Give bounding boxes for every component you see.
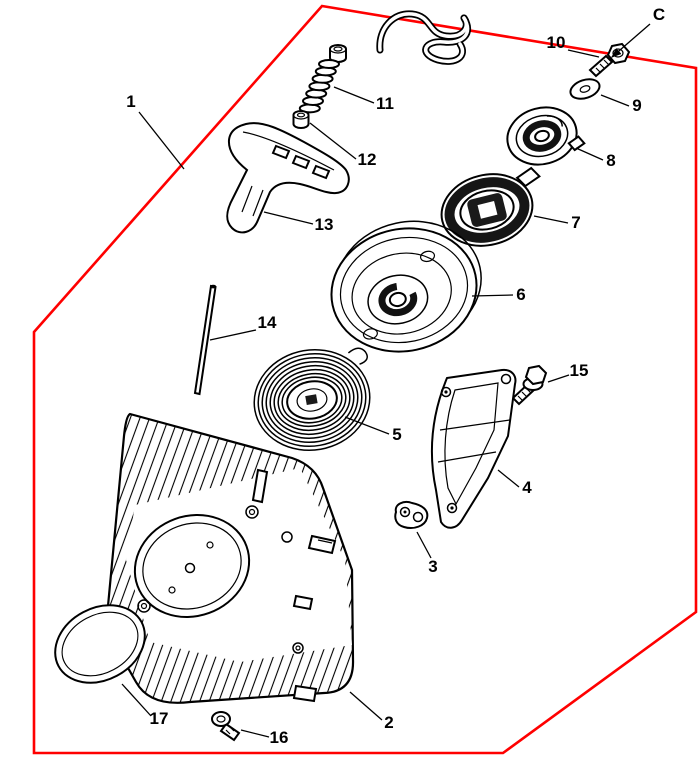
callout-label-12: 12 [358,150,377,169]
callout-label-17: 17 [150,709,169,728]
part-pin [193,284,217,396]
part-spring [298,59,340,114]
callout-17: 17 [121,683,169,728]
callout-2: 2 [349,691,394,732]
callout-label-6: 6 [516,285,525,304]
assembly-boundary [32,4,698,755]
callout-8: 8 [575,147,616,170]
callout-label-15: 15 [570,361,589,380]
callout-6: 6 [471,285,526,304]
callout-4: 4 [497,469,532,497]
part-starter-grip [226,122,350,234]
part-screw-10 [588,42,631,78]
callout-C: C [611,5,665,58]
callout-14: 14 [209,313,277,341]
leader-line-C [611,23,651,58]
callout-7: 7 [533,213,581,232]
part-starter-rope [376,10,472,65]
leader-line-9 [600,94,630,107]
leader-line-5 [344,416,390,435]
callout-13: 13 [263,211,334,234]
leader-line-4 [497,469,520,488]
callout-label-7: 7 [571,213,580,232]
callout-label-2: 2 [384,713,393,732]
part-cover-oval [54,604,146,684]
callout-label-13: 13 [315,215,334,234]
part-sleeve [292,110,310,129]
callout-label-10: 10 [547,33,566,52]
leader-line-2 [349,691,383,721]
callout-12: 12 [309,122,377,169]
part-rope-bushing [329,44,347,63]
part-washer [569,78,601,100]
leader-line-8 [575,147,604,161]
callout-3: 3 [416,531,438,576]
leader-line-12 [309,122,357,160]
callout-label-C: C [653,5,665,24]
callout-15: 15 [547,361,589,383]
callout-16: 16 [240,728,289,747]
part-pawl-clip [394,501,429,529]
part-baffle-bracket [430,368,517,529]
callout-label-8: 8 [606,151,615,170]
part-fan-housing [106,412,355,704]
callout-9: 9 [600,94,642,115]
callout-label-3: 3 [428,557,437,576]
callout-1: 1 [126,92,185,170]
callout-label-4: 4 [522,478,532,497]
leader-line-11 [333,86,375,104]
callout-label-16: 16 [270,728,289,747]
leader-line-14 [209,329,257,341]
callout-11: 11 [333,86,394,113]
part-screw-15 [511,364,548,406]
callout-10: 10 [547,33,600,58]
leader-line-7 [533,215,569,224]
callout-label-1: 1 [126,92,135,111]
part-rewind-spring [253,347,371,452]
part-starter-cup [440,166,541,247]
part-rope-rotor [330,220,482,353]
callout-label-14: 14 [258,313,277,332]
part-screw-16 [211,711,241,742]
leader-line-13 [263,211,314,225]
callout-label-5: 5 [392,425,401,444]
leader-line-15 [547,374,570,383]
part-pawl-carrier [506,106,586,166]
callout-label-9: 9 [632,96,641,115]
leader-line-6 [471,294,514,297]
leader-line-17 [121,683,152,717]
leader-line-16 [240,729,270,738]
callout-layer: C 10 9 8 7 6 11 12 13 1 14 15 5 4 3 2 17 16 [121,5,665,747]
leader-line-3 [416,531,432,559]
leader-line-1 [138,111,185,170]
callout-5: 5 [344,416,402,444]
leader-line-10 [567,49,600,58]
callout-label-11: 11 [376,94,394,113]
